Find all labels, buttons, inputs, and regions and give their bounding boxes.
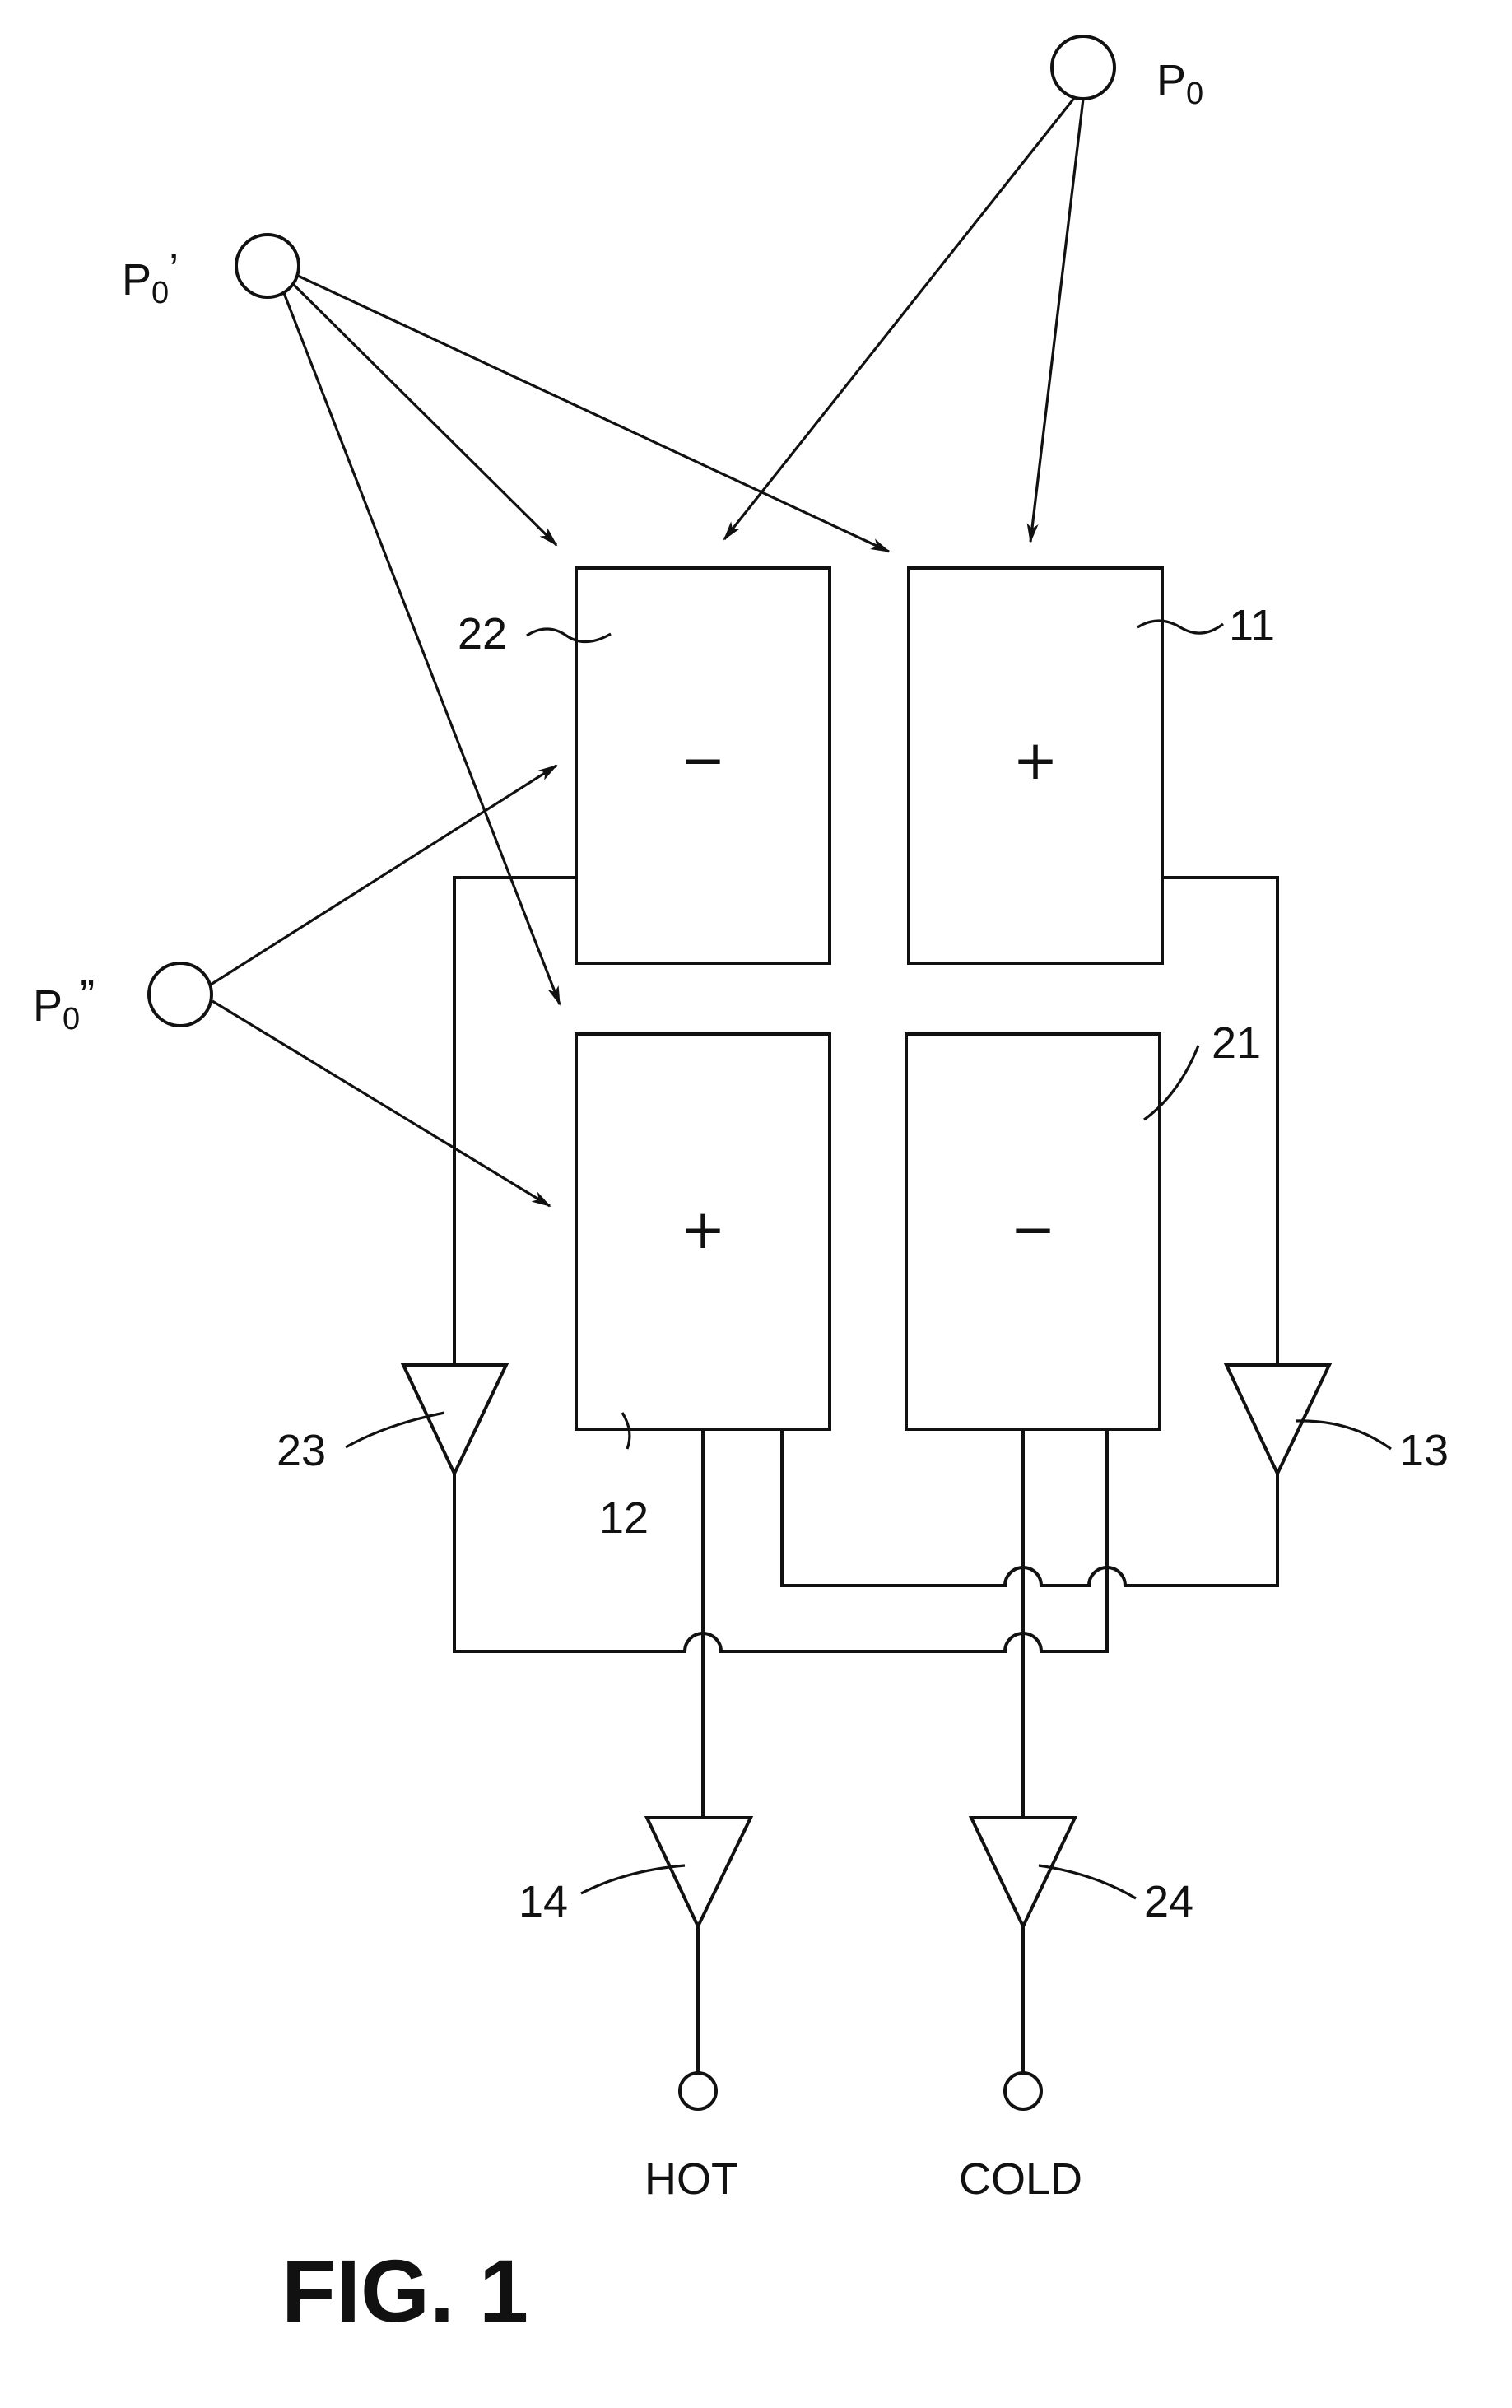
arrow-p0pp-to-12 bbox=[212, 1001, 550, 1206]
source-p0-circle bbox=[1052, 36, 1114, 99]
element-12-sign: + bbox=[680, 1198, 725, 1261]
arrow-p0-to-22 bbox=[724, 97, 1075, 539]
source-p0-prime: P0’ bbox=[122, 235, 299, 310]
amplifier-14-ref: 14 bbox=[519, 1877, 568, 1926]
element-22: − 22 bbox=[458, 568, 830, 963]
amplifier-23: 23 bbox=[277, 1365, 506, 1475]
element-21-ref: 21 bbox=[1212, 1018, 1261, 1068]
element-11: + 11 bbox=[909, 568, 1275, 963]
arrow-p0p-to-11 bbox=[298, 276, 889, 552]
amplifier-13-ref: 13 bbox=[1399, 1426, 1449, 1475]
cold-label: COLD bbox=[959, 2154, 1082, 2204]
source-p0-double-prime: P0” bbox=[33, 963, 212, 1036]
source-p0-double-prime-label: P0” bbox=[33, 971, 95, 1036]
element-21-leader bbox=[1144, 1046, 1198, 1120]
arrow-p0p-to-12 bbox=[284, 293, 560, 1004]
amplifier-24: 24 bbox=[971, 1818, 1193, 1926]
figure-caption: FIG. 1 bbox=[281, 2241, 528, 2340]
amplifier-23-ref: 23 bbox=[277, 1426, 326, 1475]
element-21-sign: − bbox=[1010, 1198, 1055, 1261]
arrow-p0pp-to-22 bbox=[211, 766, 556, 985]
amplifier-13: 13 bbox=[1226, 1365, 1449, 1475]
output-cold: COLD bbox=[959, 1926, 1082, 2204]
hot-terminal bbox=[680, 2073, 716, 2109]
source-p0-prime-circle bbox=[236, 235, 299, 297]
source-p0-double-prime-circle bbox=[149, 963, 212, 1026]
amplifier-24-ref: 24 bbox=[1144, 1877, 1193, 1926]
element-22-ref: 22 bbox=[458, 609, 507, 659]
amplifier-14: 14 bbox=[519, 1818, 751, 1926]
source-p0-label: P0 bbox=[1156, 56, 1203, 111]
wire-22-to-amp23 bbox=[454, 878, 576, 1365]
element-22-leader bbox=[527, 629, 611, 642]
wire-11-to-amp13 bbox=[1162, 878, 1277, 1365]
sound-paths bbox=[211, 97, 1083, 1206]
arrow-p0-to-11 bbox=[1030, 99, 1083, 542]
amplifier-13-leader bbox=[1296, 1421, 1391, 1449]
output-hot: HOT bbox=[644, 1926, 738, 2204]
amplifier-13-triangle bbox=[1226, 1365, 1329, 1474]
element-12-ref: 12 bbox=[599, 1493, 649, 1543]
source-p0: P0 bbox=[1052, 36, 1203, 111]
source-p0-prime-label: P0’ bbox=[122, 245, 179, 310]
arrow-p0p-to-22 bbox=[293, 284, 556, 545]
amplifier-24-leader bbox=[1039, 1865, 1136, 1898]
amplifier-14-triangle bbox=[647, 1818, 751, 1926]
wire-amp13-to-12-node bbox=[782, 1429, 1277, 1586]
amplifier-24-triangle bbox=[971, 1818, 1075, 1926]
hot-label: HOT bbox=[644, 2154, 738, 2204]
element-22-sign: − bbox=[680, 729, 725, 792]
element-11-ref: 11 bbox=[1229, 601, 1275, 650]
element-11-sign: + bbox=[1012, 729, 1058, 792]
element-21: − 21 bbox=[906, 1018, 1261, 1429]
element-11-leader bbox=[1137, 621, 1223, 633]
cold-terminal bbox=[1005, 2073, 1041, 2109]
amplifier-14-leader bbox=[581, 1865, 685, 1893]
